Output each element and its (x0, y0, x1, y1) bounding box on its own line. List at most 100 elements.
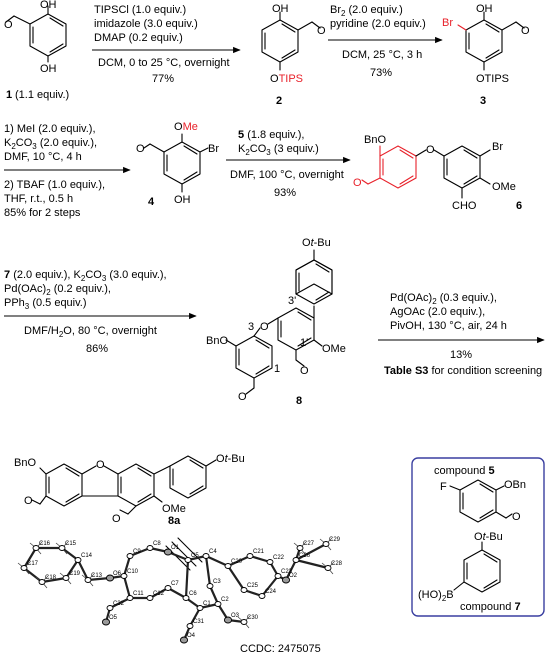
xray-atom (202, 553, 210, 559)
compound-1-oh-top: OH (40, 0, 57, 11)
xray-atom-label: C21 (253, 549, 265, 555)
xray-atom (20, 565, 28, 571)
xray-atom-label: C5 (191, 553, 199, 559)
compound-1-oh-bottom: OH (40, 63, 57, 75)
xray-atom (163, 548, 173, 556)
compound-2-otips: OTIPS (270, 73, 303, 85)
step4-yield: 93% (274, 187, 296, 199)
xray-atom (292, 557, 300, 563)
xray-atom (258, 593, 266, 599)
xray-bond (226, 564, 246, 592)
xray-atom (126, 595, 134, 601)
xray-atom-label: C2 (221, 597, 229, 603)
xray-atom-label: O3 (231, 613, 240, 619)
xray-atom-label: O1 (171, 545, 180, 551)
step6-note: Table S3 for condition screening (384, 365, 542, 377)
xray-atom-label: C8 (153, 541, 161, 547)
compound-8-ether-o: O (260, 321, 269, 333)
inset-title: compound 5 (434, 465, 495, 477)
xray-atom-label: C10 (127, 569, 139, 575)
xray-atom (179, 636, 189, 644)
compound-4-aldehyde-o: O (136, 143, 145, 155)
xray-atom (62, 575, 70, 581)
compound-8-otbu: Ot-Bu (302, 237, 331, 249)
xray-atom-label: C9 (133, 549, 141, 555)
compound-3-otips: OTIPS (476, 73, 509, 85)
step1-reagent-3: DMAP (0.2 equiv.) (94, 32, 183, 44)
step1-yield: 77% (152, 73, 174, 85)
step2-yield: 73% (370, 67, 392, 79)
xray-atom (146, 545, 154, 551)
xray-atom (120, 573, 128, 579)
compound-8a-aldehyde-o-left: O (24, 495, 33, 507)
xray-atom (84, 577, 92, 583)
xray-atom (186, 623, 194, 629)
xray-atom-label: C7 (171, 581, 179, 587)
xray-bond (64, 558, 80, 580)
xray-atom (223, 616, 233, 624)
xray-atom (101, 618, 111, 626)
xray-atom (224, 563, 232, 569)
step5-reagent-3: PPh3 (0.5 equiv.) (4, 297, 87, 311)
xray-atom-label: C12 (153, 591, 165, 597)
step6-reagent-2: AgOAc (2.0 equiv.), (390, 306, 485, 318)
compound-1-aldehyde-o: O (4, 19, 13, 31)
xray-atom (106, 605, 114, 611)
compound-4-br: Br (208, 143, 219, 155)
compound-8-number: 8 (296, 395, 302, 407)
step3-line-4: 2) TBAF (1.0 equiv.), (4, 179, 105, 191)
xray-bond (40, 576, 68, 584)
xray-atom-label: O2 (289, 573, 298, 579)
compound-8a-otbu: Ot-Bu (216, 453, 245, 465)
xray-atom (296, 545, 304, 551)
xray-bond (76, 558, 90, 582)
step2-conditions: DCM, 25 °C, 3 h (342, 49, 422, 61)
xray-atom-label: C6 (189, 591, 197, 597)
compound-8a-structure (31, 455, 217, 515)
compound-8a-ome: OMe (162, 503, 186, 515)
step6-yield: 13% (450, 349, 472, 361)
xray-atom-label: C22 (273, 555, 285, 561)
xray-atom-label: C17 (27, 561, 39, 567)
xray-bond (294, 558, 330, 570)
xray-atom (58, 545, 66, 551)
step4-reagent-1: 5 (1.8 equiv.), (238, 129, 304, 141)
xray-bond (184, 558, 190, 600)
step1-conditions: DCM, 0 to 25 °C, overnight (98, 57, 230, 69)
compound-8-aldehyde-o-right: O (300, 365, 309, 377)
compound-3-br: Br (442, 17, 453, 29)
inset-box (411, 457, 545, 617)
xray-atom (324, 565, 332, 571)
step4-reagent-2: K2CO3 (3 equiv.) (238, 143, 319, 157)
compound-8-pos-3prime: 3' (288, 295, 296, 307)
xray-atom (281, 576, 291, 584)
xray-atom-label: O6 (113, 571, 122, 577)
compound-2-structure (261, 11, 321, 71)
compound-6-bno: BnO (364, 134, 386, 146)
step3-line-2: K2CO3 (2.0 equiv.), (4, 137, 97, 151)
compound-8-structure (225, 249, 333, 395)
xray-bond (294, 542, 328, 562)
xray-atom-label: C13 (91, 573, 103, 579)
inset-boronic-acid: (HO)2B (418, 589, 454, 603)
inset-obn: OBn (504, 479, 526, 491)
xray-atom-label: C19 (69, 571, 81, 577)
compound-6-cho: CHO (452, 200, 477, 212)
xray-bond (260, 574, 280, 598)
step1-reagent-2: imidazole (3.0 equiv.) (94, 18, 198, 30)
compound-6-aldehyde-o: O (353, 177, 362, 189)
xray-atom (38, 579, 46, 585)
xray-atom (240, 619, 248, 625)
step3-line-3: DMF, 10 °C, 4 h (4, 151, 82, 163)
xray-atom-label: C26 (299, 553, 311, 559)
xray-bond (108, 596, 132, 610)
xray-atom-label: C18 (45, 575, 57, 581)
ccdc-number: CCDC: 2475075 (240, 643, 321, 655)
step3-line-6: 85% for 2 steps (4, 207, 81, 219)
xray-atom-label: C28 (331, 561, 343, 567)
compound-4-structure (143, 133, 209, 193)
compound-8a-aldehyde-o-right: O (112, 513, 121, 525)
xray-atom-label: C1 (203, 601, 211, 607)
xray-atom (184, 557, 192, 563)
compound-4-ome: OMe (174, 121, 198, 133)
